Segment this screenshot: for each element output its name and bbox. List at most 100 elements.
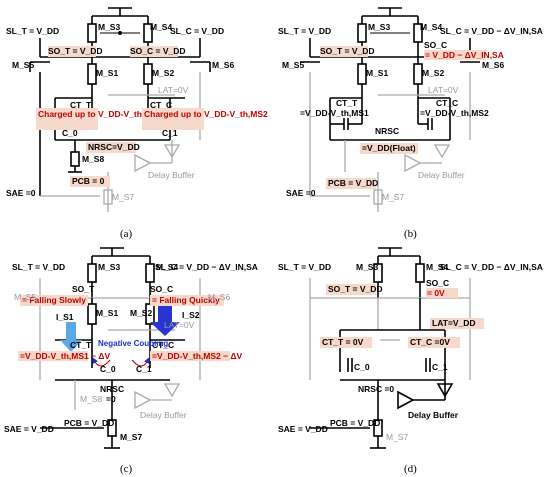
b-so-c: SO_C	[424, 40, 447, 50]
c-nrsc-val: =0	[106, 394, 116, 404]
a-so-c: SO_C = V_DD	[130, 46, 186, 56]
a-ms4: M_S4	[150, 22, 172, 32]
c-ms3: M_S3	[98, 262, 120, 272]
b-ms5: M_S5	[282, 60, 304, 70]
c-ct-c: CT_C	[152, 340, 174, 350]
d-nrsc: NRSC =0	[358, 384, 394, 394]
d-so-c-val: = 0V	[427, 288, 445, 298]
c-sl-c: SL_C = V_DD − ΔV_IN,SA	[155, 262, 258, 272]
c-falling-quickly: = Falling Quickly	[152, 295, 220, 305]
a-ct-t: CT_T	[70, 100, 92, 110]
a-nrsc: NRSC=V_DD	[88, 142, 140, 152]
c-so-c: SO_C	[150, 284, 173, 294]
b-caption: (b)	[404, 228, 417, 240]
c-pcb: PCB = V_DD	[64, 418, 114, 428]
d-caption: (d)	[404, 463, 417, 475]
c-caption: (c)	[120, 463, 133, 475]
b-so-c-val: = V_DD − ΔV_IN,SA	[425, 50, 504, 60]
a-ms6: M_S6	[212, 60, 234, 70]
c-so-t: SO_T	[72, 284, 95, 294]
b-ms3: M_S3	[368, 22, 390, 32]
b-nrsc: NRSC	[375, 126, 399, 136]
c-nrsc: NRSC	[100, 384, 124, 394]
a-pcb: PCB = 0	[72, 176, 105, 186]
a-sl-c: SL_C = V_DD	[170, 26, 224, 36]
c-ct-c-val: =V_DD-V_th,MS2 − ΔV	[152, 351, 243, 361]
d-ct-c: CT_C =0V	[410, 337, 450, 347]
c-c0: C_0	[100, 364, 116, 374]
a-ms8: M_S8	[82, 154, 104, 164]
b-lat: LAT=0V	[428, 85, 459, 95]
d-so-c: SO_C	[426, 278, 449, 288]
a-ms7: M_S7	[112, 192, 134, 202]
a-ms5: M_S5	[12, 60, 34, 70]
c-ct-t-val: =V_DD-V_th,MS1 − ΔV	[20, 351, 111, 361]
c-ms8: M_S8	[80, 394, 102, 404]
d-delay-buffer: Delay Buffer	[408, 410, 459, 420]
c-c1: C_1	[136, 364, 152, 374]
b-ms6: M_S6	[482, 60, 504, 70]
c-ms5: M_S5	[14, 292, 36, 302]
d-sl-c: SL_C = V_DD − ΔV_IN,SA	[440, 262, 543, 272]
b-ct-c: CT_C	[436, 98, 458, 108]
b-sl-t: SL_T = V_DD	[278, 26, 331, 36]
a-c1: C_1	[162, 128, 178, 138]
c-ct-t: CT_T	[70, 340, 92, 350]
i-s2-arrow	[150, 305, 180, 336]
b-ms7: M_S7	[382, 192, 404, 202]
c-sae: SAE = V_DD	[4, 424, 54, 434]
c-delay-buffer: Delay Buffer	[140, 410, 187, 420]
c-falling-slowly: = Falling Slowly	[22, 295, 86, 305]
a-ms2: M_S2	[152, 68, 174, 78]
d-so-t: SO_T = V_DD	[328, 284, 383, 294]
a-sl-t: SL_T = V_DD	[6, 26, 59, 36]
d-lat: LAT=V_DD	[432, 318, 476, 328]
a-c0: C_0	[62, 128, 78, 138]
i-s1-arrow	[60, 322, 82, 352]
b-ms2: M_S2	[422, 68, 444, 78]
a-caption: (a)	[120, 228, 133, 240]
d-c1: C_1	[432, 362, 448, 372]
c-i-s1: I_S1	[56, 312, 74, 322]
panel-c	[39, 247, 201, 449]
b-ct-t: CT_T	[336, 98, 358, 108]
c-ms4: M_S4	[156, 262, 178, 272]
d-sl-t: SL_T = V_DD	[278, 262, 331, 272]
b-delay-buffer: Delay Buffer	[418, 170, 465, 180]
panel-d	[309, 247, 471, 449]
d-sae: SAE = V_DD	[278, 424, 328, 434]
b-nrsc-val: =V_DD(Float)	[362, 143, 416, 153]
b-so-t: SO_T = V_DD	[320, 46, 375, 56]
b-ct-t-val: =V_DD-V_th,MS1	[300, 108, 369, 118]
a-sae: SAE =0	[6, 188, 36, 198]
c-ms6: M_S6	[208, 292, 230, 302]
d-c0: C_0	[354, 362, 370, 372]
c-ms7: M_S7	[120, 432, 142, 442]
d-ms3: M_S3	[356, 262, 378, 272]
b-sae: SAE =0	[286, 188, 316, 198]
c-sl-t: SL_T = V_DD	[12, 262, 65, 272]
d-ct-t: CT_T = 0V	[322, 337, 364, 347]
d-pcb: PCB = V_DD	[330, 418, 380, 428]
b-ms1: M_S1	[366, 68, 388, 78]
c-lat: LAT=0V	[164, 320, 195, 330]
b-sl-c: SL_C = V_DD − ΔV_IN,SA	[440, 26, 543, 36]
a-charged-c: Charged up to V_DD-V_th,MS2	[144, 109, 268, 119]
d-ms4: M_S4	[426, 262, 448, 272]
c-ms2: M_S2	[130, 308, 152, 318]
c-i-s2: I_S2	[182, 310, 200, 320]
b-ct-c-val: =V_DD-V_th,MS2	[420, 108, 489, 118]
d-ms7: M_S7	[386, 432, 408, 442]
a-charged-t: Charged up to V_DD-V_th,MS1	[38, 109, 162, 119]
a-ct-c: CT_C	[150, 100, 172, 110]
c-ms1: M_S1	[96, 308, 118, 318]
a-ms3: M_S3	[98, 22, 120, 32]
b-pcb: PCB = V_DD	[328, 178, 378, 188]
b-ms4: M_S4	[420, 22, 442, 32]
a-lat: LAT=0V	[158, 85, 189, 95]
c-negative-coupling: Negative Coupling	[98, 339, 168, 348]
a-delay-buffer: Delay Buffer	[148, 170, 195, 180]
a-ms1: M_S1	[96, 68, 118, 78]
a-so-t: SO_T = V_DD	[48, 46, 103, 56]
